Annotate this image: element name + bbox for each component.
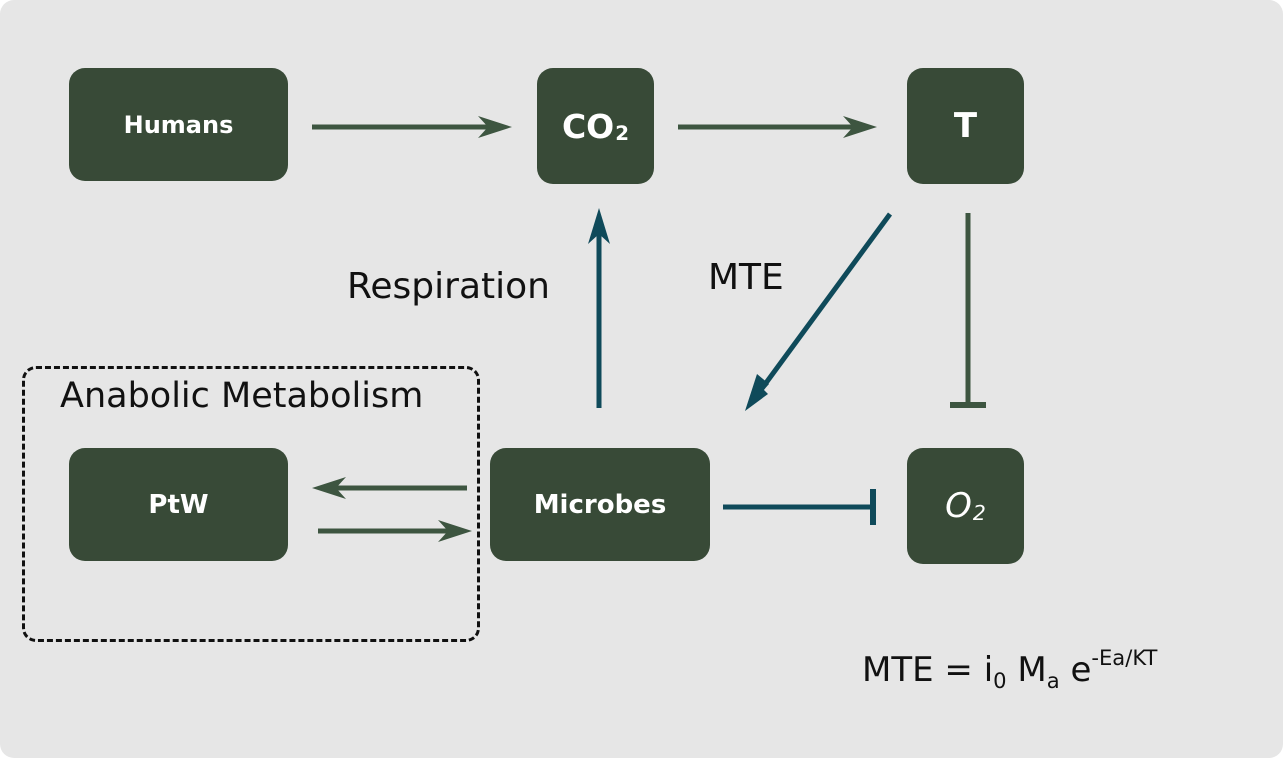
formula-i-subscript: 0 [993,668,1007,694]
formula-m: M [1006,650,1047,690]
edge-microbes-to-ptw [312,477,467,499]
respiration-label: Respiration [347,266,550,307]
formula-exponent: -Ea/KT [1091,645,1158,671]
node-co2-subscript: 2 [615,122,630,146]
formula-m-subscript: a [1046,668,1060,694]
node-ptw-label: PtW [148,489,209,520]
node-t-label: T [953,106,978,146]
node-humans-label: Humans [123,110,234,139]
node-co2-base: CO [561,106,615,146]
anabolic-metabolism-label: Anabolic Metabolism [60,376,424,416]
edge-ptw-to-microbes [318,520,472,542]
edge-t-to-microbes [745,212,893,411]
node-o2-subscript: 2 [972,501,986,526]
formula-e: e [1059,650,1092,690]
anabolic-metabolism-group [22,366,480,642]
mte-label: MTE [708,257,784,298]
node-microbes: Microbes [490,448,710,561]
mte-formula: MTE = i0 Ma e-Ea/KT [862,645,1157,694]
edge-t-inhibits-o2 [950,213,986,408]
edge-microbes-inhibits-o2 [723,489,876,525]
node-t: T [907,68,1024,184]
node-o2-base: O [945,486,972,526]
edge-humans-to-co2 [312,116,512,138]
edge-co2-to-t [678,116,877,138]
node-ptw: PtW [69,448,288,561]
node-humans: Humans [69,68,288,181]
node-microbes-label: Microbes [533,489,667,520]
formula-lhs: MTE = i [862,650,994,690]
edge-microbes-to-co2 [588,208,610,408]
